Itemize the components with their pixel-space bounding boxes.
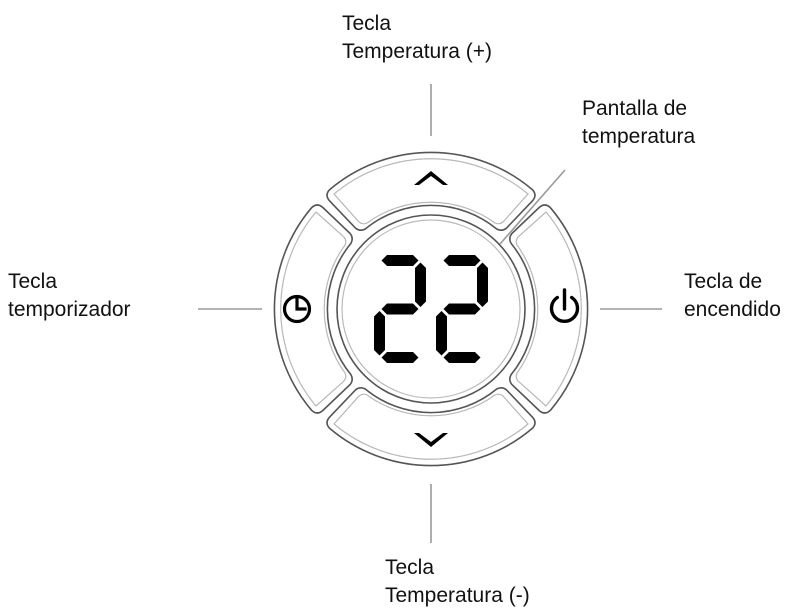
- clock-icon: [282, 294, 312, 324]
- digit-2-segment-a: [443, 255, 481, 266]
- screen-label-line-2: temperatura: [582, 125, 696, 148]
- temp-down-label: Tecla Temperatura (-): [385, 554, 530, 610]
- digit-2-segment-g: [443, 303, 481, 315]
- digit-1-segment-a: [381, 255, 419, 266]
- power-label: Tecla de encendido: [684, 268, 781, 324]
- digit-2-segment-d: [443, 352, 481, 363]
- power-label-line-2: encendido: [684, 298, 781, 321]
- temp-up-label-line-1: Tecla: [342, 12, 392, 35]
- chevron-up-icon: [414, 171, 448, 185]
- digit-1-segment-d: [381, 352, 419, 363]
- timer-label-line-2: temporizador: [8, 298, 131, 321]
- power-label-line-1: Tecla de: [684, 270, 763, 293]
- chevron-down-icon: [414, 433, 448, 447]
- screen-label-line-1: Pantalla de: [582, 97, 688, 120]
- digit-1-segment-b: [415, 262, 426, 307]
- digit-2-segment-e: [436, 311, 447, 356]
- temperature-display-inner-ring: [341, 219, 521, 399]
- temperature-digits: [374, 255, 488, 363]
- temp-up-label-line-2: Temperatura (+): [342, 40, 492, 63]
- leader-screen: [499, 169, 566, 245]
- screen-label: Pantalla de temperatura: [582, 95, 695, 151]
- temp-down-label-line-1: Tecla: [385, 556, 435, 579]
- digit-2-segment-b: [477, 262, 488, 307]
- temperature-display: [336, 214, 526, 404]
- power-icon: [549, 288, 580, 323]
- temp-down-label-line-2: Temperatura (-): [385, 584, 530, 607]
- timer-label: Tecla temporizador: [8, 268, 131, 324]
- timer-label-line-1: Tecla: [8, 270, 58, 293]
- temp-up-label: Tecla Temperatura (+): [342, 10, 492, 66]
- digit-1-segment-e: [374, 311, 385, 356]
- digit-1-segment-g: [381, 303, 419, 315]
